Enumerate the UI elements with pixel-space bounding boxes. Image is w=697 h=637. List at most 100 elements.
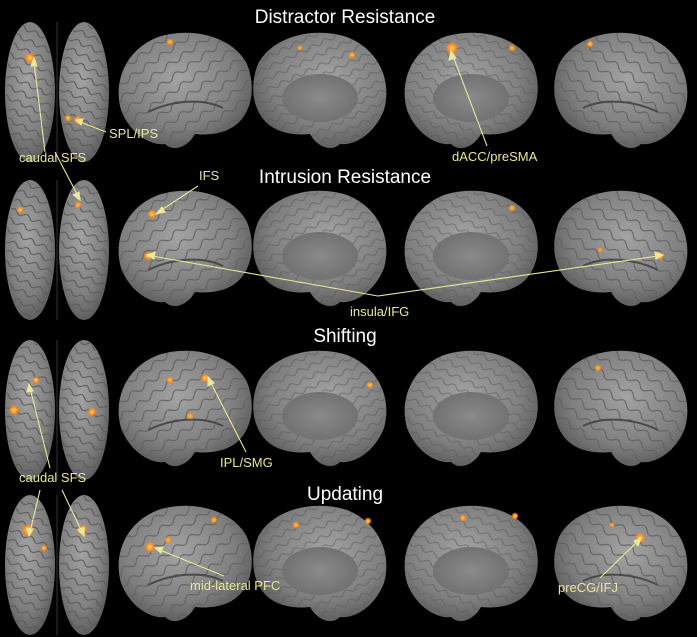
lateral-view-brain (118, 350, 252, 467)
gyri-texture (118, 350, 252, 467)
medial-view-brain (253, 505, 387, 622)
sylvian-fissure (147, 100, 224, 113)
arrow-head (145, 251, 156, 260)
medial-wall (433, 232, 509, 280)
label-ifs: IFS (199, 168, 220, 183)
sylvian-fissure (582, 258, 659, 271)
lateral-view-brain (118, 505, 252, 622)
activation-cluster (594, 364, 602, 372)
gyri-texture (118, 32, 252, 149)
gyri-texture (554, 190, 688, 307)
leader-line (29, 387, 51, 469)
medial-wall (282, 74, 358, 122)
arrow-head (207, 375, 215, 387)
row-title-distractor-resistance: Distractor Resistance (254, 7, 436, 28)
sylvian-fissure (582, 100, 659, 113)
activation-cluster (297, 45, 303, 51)
row-title-intrusion-resistance: Intrusion Resistance (258, 167, 432, 188)
row-title-updating: Updating (306, 484, 384, 505)
arrow-head (654, 251, 665, 260)
arrow-head (77, 526, 85, 538)
gyri-texture (60, 181, 108, 319)
label-insula-ifg: insula/IFG (350, 304, 410, 319)
dorsal-view-brain (5, 180, 109, 320)
leader-line (599, 540, 639, 579)
gyri-texture (6, 181, 54, 319)
leader-line (79, 121, 107, 133)
medial-wall (282, 232, 358, 280)
arrow-head (448, 49, 457, 61)
activation-cluster (348, 51, 356, 59)
gyri-texture (554, 350, 688, 467)
activation-cluster (144, 541, 156, 553)
dorsal-view-brain (5, 495, 109, 635)
leader-line (29, 489, 41, 533)
activation-cluster (508, 204, 516, 212)
leader-line (159, 185, 199, 212)
gyri-texture (60, 23, 108, 161)
activation-cluster (508, 44, 516, 52)
leader-line (377, 255, 659, 297)
arrow-head (26, 527, 34, 538)
medial-view-brain (404, 350, 538, 467)
activation-cluster (459, 514, 467, 522)
leader-line (159, 549, 225, 577)
medial-wall (433, 74, 509, 122)
lateral-view-brain (554, 190, 688, 307)
activation-cluster (147, 209, 157, 219)
arrow-head (154, 206, 166, 215)
medial-view-brain (253, 190, 387, 307)
dorsal-view-brain (5, 340, 109, 480)
lateral-view-brain (554, 32, 688, 149)
sylvian-fissure (582, 573, 659, 586)
gyri-texture (554, 505, 688, 622)
arrow-head (633, 536, 642, 548)
row-title-shifting: Shifting (313, 326, 377, 347)
leader-line (452, 55, 488, 147)
activation-cluster (366, 381, 374, 389)
arrow-head (30, 56, 38, 67)
medial-view-brain (253, 350, 387, 467)
label-dacc-presma: dACC/preSMA (452, 149, 538, 164)
activation-cluster (609, 522, 615, 528)
leader-line (61, 489, 83, 533)
activation-cluster (16, 206, 24, 214)
activation-cluster (186, 412, 194, 420)
gyri-texture (6, 341, 54, 479)
sylvian-fissure (147, 418, 224, 431)
activation-cluster (445, 41, 459, 55)
activation-cluster (166, 38, 174, 46)
medial-wall (433, 392, 509, 440)
gyri-texture (60, 496, 108, 634)
leader-line (209, 380, 247, 453)
lateral-view-brain (554, 350, 688, 467)
gyri-texture (118, 505, 252, 622)
medial-view-brain (404, 32, 538, 149)
lateral-view-brain (118, 32, 252, 149)
gyri-texture (60, 341, 108, 479)
label-caudal-sfs-bottom: caudal SFS (19, 470, 87, 485)
label-ipl-smg: IPL/SMG (220, 455, 273, 470)
arrow-head (74, 118, 84, 127)
activation-cluster (597, 247, 603, 253)
sylvian-fissure (147, 573, 224, 586)
medial-wall (282, 547, 358, 595)
leader-line (54, 151, 79, 197)
sylvian-fissure (582, 418, 659, 431)
label-mid-lateral-pfc: mid-lateral PFC (190, 578, 281, 593)
activation-cluster (210, 516, 218, 524)
activation-cluster (87, 407, 97, 417)
medial-view-brain (404, 190, 538, 307)
label-caudal-sfs-top: caudal SFS (19, 150, 87, 165)
arrow-head (71, 191, 81, 202)
activation-cluster (164, 536, 172, 544)
medial-view-brain (253, 32, 387, 149)
activation-cluster (586, 40, 594, 48)
leader-line (151, 255, 379, 297)
activation-cluster (40, 544, 48, 552)
activation-cluster (364, 517, 372, 525)
activation-cluster (511, 512, 519, 520)
